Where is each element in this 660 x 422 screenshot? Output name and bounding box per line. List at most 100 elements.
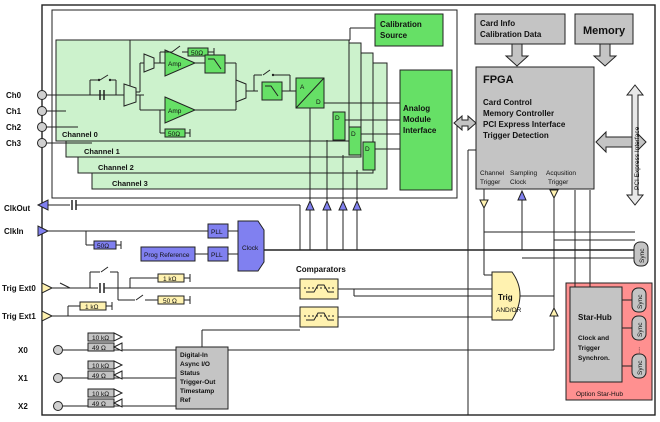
clock-mux [237,220,265,272]
card-info-line1: Card Info [480,19,515,28]
sync-bus-tag [633,241,649,267]
adc-ch2 [348,126,362,156]
amp-2-label: Amp [168,108,182,115]
sampling-clock-line2: Clock [510,179,527,186]
x1-connector[interactable] [53,373,63,383]
prog-ref-label: Prog Reference [144,252,190,259]
x0-r49-label: 49 Ω [92,345,106,352]
trig-ext0-label: Trig Ext0 [2,284,36,293]
pll-2-label: PLL [211,252,223,259]
x1-r49-label: 49 Ω [92,373,106,380]
clkin-connector[interactable] [37,225,50,237]
andor-label: AND/OR [496,307,522,314]
pll-1-label: PLL [211,229,223,236]
output-mux [235,79,247,103]
adc-ch1 [332,111,346,141]
clk-arrow-0 [305,199,315,211]
amp-2 [164,96,197,124]
starhub-line-1: Trigger [578,345,601,352]
fpga-line-0: Card Control [483,98,532,107]
x1-label: X1 [18,374,28,383]
fpga-line-3: Trigger Detection [483,131,549,140]
digital-io-section: X0 X1 X2 10 kΩ 49 Ω 10 kΩ 49 Ω 10 kΩ 49 … [18,329,554,411]
starhub-dots: ⋮ [636,347,643,354]
channel-trigger-line2: Trigger [480,179,501,186]
resistor-50-top-label: 50Ω [191,50,203,57]
trig-r1k-a-label: 1 kΩ [163,276,177,283]
trig-r50-label: 50 Ω [163,298,177,305]
channel-adcs-back: D D D [326,111,400,200]
trig-ext1-label: Trig Ext1 [2,312,36,321]
channel-card-1-label: Channel 1 [84,147,120,156]
dio-line-0: Digital-In [180,352,208,359]
card-info-line2: Calibration Data [480,30,542,39]
sampling-clock-line1: Sampling [510,170,537,177]
channel-inputs: Ch0 Ch1 Ch2 Ch3 [6,90,124,148]
clkout-connector[interactable] [36,199,49,211]
trig-ext0-connector[interactable] [41,282,54,294]
comparator-0 [299,278,339,300]
calibration-line2: Source [380,31,408,40]
clkin-label: ClkIn [4,227,24,236]
dio-line-4: Timestamp [180,388,214,395]
starhub-sync-0-label: Sync [637,294,644,309]
starhub-option: Star-Hub Clock and Trigger Synchron. Opt… [565,270,653,401]
path-mux-top [143,53,155,73]
dio-line-3: Trigger-Out [180,379,216,386]
trig-ext1-connector[interactable] [41,310,54,322]
channel-card-0-label: Channel 0 [62,130,98,139]
clk-arrow-2 [338,199,348,211]
adc-a-label: A [300,84,305,91]
adc-ch3 [362,141,376,171]
starhub-sync-2 [631,353,647,379]
channel-trigger-line1: Channel [480,170,505,177]
calibration-line1: Calibration [380,20,422,29]
clk-arrow-1 [322,199,332,211]
clk-resistor-label: 50Ω [97,243,109,250]
adc-ch2-label: D [351,131,356,138]
sampling-clock-arrow [517,189,527,201]
starhub-line-0: Clock and [578,335,609,342]
digital-io-box [175,346,229,410]
comparators-label: Comparators [296,265,346,274]
ch1-connector[interactable] [37,106,47,116]
ch0-connector[interactable] [37,90,47,100]
trigger-section: Trig Ext0 1 kΩ 50 Ω Trig Ext1 1 kΩ [2,265,554,328]
filter-2 [261,81,283,101]
starhub-box [569,286,623,383]
fpga-line-1: Memory Controller [483,109,554,118]
ch1-label: Ch1 [6,107,22,116]
acq-trigger-arrow-up [549,306,559,317]
starhub-title: Star-Hub [578,313,612,322]
channel-0-frontend: Amp Amp 50Ω 50Ω [89,27,400,200]
x2-label: X2 [18,402,28,411]
ch2-connector[interactable] [37,122,47,132]
resistor-50-bottom-label: 50Ω [168,131,180,138]
pcie-label: PCI Express Interface [634,126,641,190]
ch3-label: Ch3 [6,139,22,148]
cardinfo-arrow [504,43,530,67]
starhub-sync-0 [631,287,647,313]
trig-r1k-b-label: 1 kΩ [85,304,99,311]
acq-trigger-arrow [549,189,559,200]
ch3-connector[interactable] [37,138,47,148]
amp-1 [164,49,197,77]
x2-connector[interactable] [53,401,63,411]
filter-1 [204,54,226,74]
adc-ch1-label: D [335,115,340,122]
dio-line-5: Ref [180,397,191,404]
clk-arrow-3 [352,199,362,211]
comparator-1 [299,306,339,328]
ch2-label: Ch2 [6,123,22,132]
dio-line-2: Status [180,370,200,377]
clock-label: Clock [242,245,259,252]
adc-d-label: D [316,99,321,106]
x0-connector[interactable] [53,345,63,355]
starhub-sync-2-label: Sync [637,360,644,375]
x2-r10k-label: 10 kΩ [92,391,109,398]
memory-label: Memory [583,25,626,37]
board-frame [41,4,656,416]
pcie-bus [625,84,645,206]
ch0-label: Ch0 [6,91,22,100]
